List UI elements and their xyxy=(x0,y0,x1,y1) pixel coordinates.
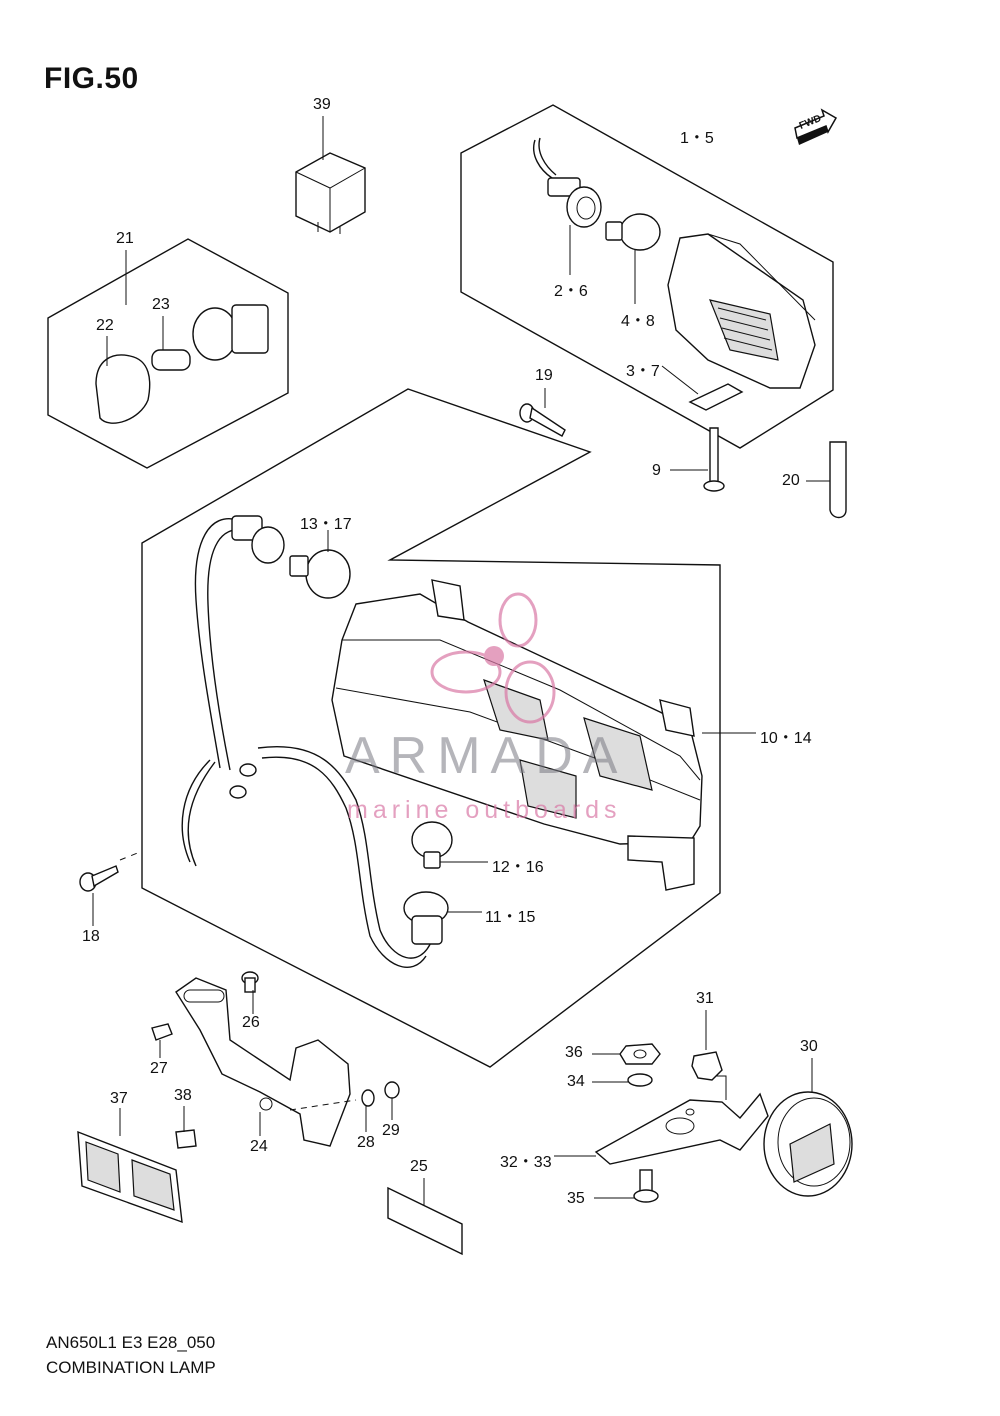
callout-4-8: 4・8 xyxy=(621,313,655,330)
callout-26: 26 xyxy=(242,1014,260,1031)
nut-36 xyxy=(592,1043,661,1065)
callout-27: 27 xyxy=(150,1060,168,1077)
socket-11-15 xyxy=(403,891,482,945)
nut-31 xyxy=(691,1010,723,1081)
group-frame-combination-lamp xyxy=(141,388,721,1068)
position-lamp-socket xyxy=(192,304,269,361)
callout-13-17: 13・17 xyxy=(300,516,352,533)
diagram-caption: COMBINATION LAMP xyxy=(46,1358,216,1377)
callout-28: 28 xyxy=(357,1134,375,1151)
callout-36: 36 xyxy=(565,1044,583,1061)
group-frame-position-lamp xyxy=(47,238,289,469)
callout-11-15: 11・15 xyxy=(485,909,536,926)
turn-signal-bulb-4-8 xyxy=(605,213,661,304)
washer-34 xyxy=(592,1073,653,1087)
fwd-arrow-icon xyxy=(794,108,838,145)
callout-19: 19 xyxy=(535,367,553,384)
nut-29 xyxy=(384,1081,400,1120)
bracket-32-33 xyxy=(554,1075,769,1165)
position-lamp-bulb-23 xyxy=(151,316,191,371)
callout-32-33: 32・33 xyxy=(500,1154,552,1171)
callout-9: 9 xyxy=(652,462,661,479)
relay-39 xyxy=(295,152,366,234)
bracket-24 xyxy=(175,977,351,1147)
screw-18 xyxy=(79,851,141,926)
callout-18: 18 xyxy=(82,928,100,945)
watermark-brand: ARMADA xyxy=(345,727,628,785)
callout-30: 30 xyxy=(800,1038,818,1055)
label-25 xyxy=(387,1178,463,1256)
watermark-tagline: marine outboards xyxy=(347,796,622,824)
callout-2-6: 2・6 xyxy=(554,283,588,300)
reflector-37 xyxy=(77,1108,183,1224)
callout-3-7: 3・7 xyxy=(626,363,660,380)
model-code: AN650L1 E3 E28_050 xyxy=(46,1333,216,1352)
callout-21: 21 xyxy=(116,230,134,247)
figure-title: FIG.50 xyxy=(44,62,139,95)
screw-19 xyxy=(519,388,566,437)
bolt-26 xyxy=(241,971,259,1014)
position-lamp-lens-22 xyxy=(95,336,151,424)
callout-20: 20 xyxy=(782,472,800,489)
turn-signal-bracket-3-7 xyxy=(661,365,744,411)
reflector-lamp-30 xyxy=(763,1058,853,1197)
nut-38 xyxy=(175,1106,197,1149)
bulb-12-16 xyxy=(411,821,488,869)
turn-signal-socket-2-6 xyxy=(533,137,602,275)
turn-signal-lens-1-5 xyxy=(667,233,816,389)
washer-28 xyxy=(361,1089,375,1132)
bulb-13-17 xyxy=(289,530,351,599)
callout-23: 23 xyxy=(152,296,170,313)
screw-9 xyxy=(670,427,725,492)
callout-25: 25 xyxy=(410,1158,428,1175)
watermark-logo xyxy=(430,592,556,724)
callout-12-16: 12・16 xyxy=(492,859,544,876)
callout-37: 37 xyxy=(110,1090,128,1107)
group-frame-front-turn-signal xyxy=(460,104,834,449)
callout-35: 35 xyxy=(567,1190,585,1207)
callout-34: 34 xyxy=(567,1073,585,1090)
bolt-35 xyxy=(594,1169,659,1203)
callout-1-5: 1・5 xyxy=(680,130,714,147)
wiring-harness xyxy=(181,518,433,968)
callout-29: 29 xyxy=(382,1122,400,1139)
callout-31: 31 xyxy=(696,990,714,1007)
socket-13-17 xyxy=(231,515,285,564)
nut-27 xyxy=(151,1023,173,1058)
callout-22: 22 xyxy=(96,317,114,334)
callout-39: 39 xyxy=(313,96,331,113)
wire-clip-20 xyxy=(806,441,847,519)
callout-10-14: 10・14 xyxy=(760,730,812,747)
callout-38: 38 xyxy=(174,1087,192,1104)
callout-24: 24 xyxy=(250,1138,268,1155)
